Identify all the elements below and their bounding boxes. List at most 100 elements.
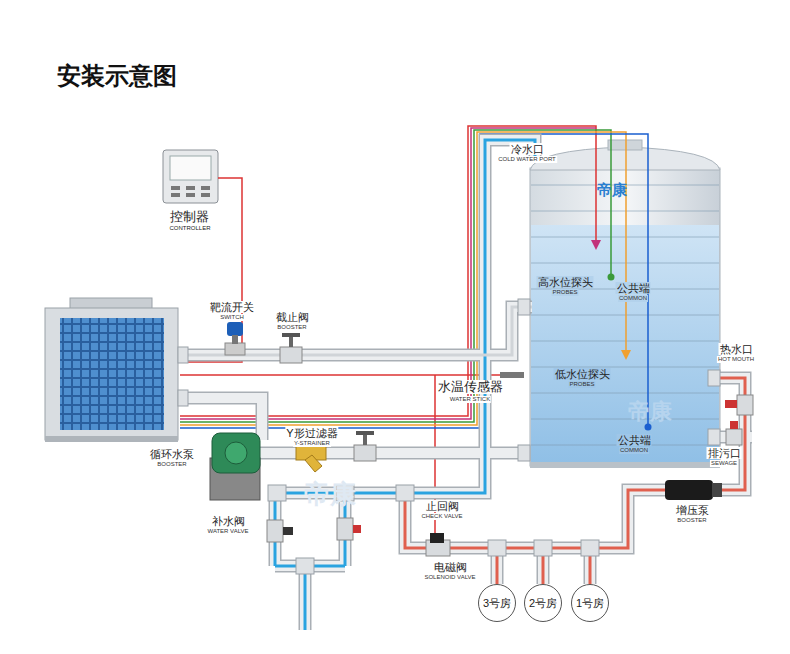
water-tank bbox=[531, 225, 719, 465]
signal-wires bbox=[180, 130, 611, 422]
pipe-fittings bbox=[534, 540, 552, 556]
pipe-flow bbox=[178, 140, 745, 630]
part-label: 增压泵 bbox=[675, 504, 710, 516]
water-tank bbox=[530, 462, 720, 468]
probe-tips bbox=[645, 424, 652, 431]
water-tank bbox=[531, 185, 719, 445]
tank-ridge bbox=[531, 211, 719, 212]
signal-wires bbox=[180, 126, 648, 540]
check-valve bbox=[337, 518, 361, 540]
watermark: 帝康 bbox=[627, 400, 673, 424]
booster-pump bbox=[665, 480, 722, 500]
circulation-pump bbox=[210, 433, 260, 500]
circulation-pump bbox=[212, 433, 260, 473]
page-title: 安装示意图 bbox=[57, 60, 177, 92]
pipe-body bbox=[275, 140, 535, 630]
pipe-fittings bbox=[178, 390, 188, 406]
part-label: 止回阀 bbox=[425, 500, 460, 512]
pipe-flow bbox=[405, 378, 745, 584]
pipe-flow bbox=[178, 307, 532, 355]
solenoid-valve bbox=[430, 533, 444, 543]
part-label: BOOSTER bbox=[276, 324, 307, 331]
booster-pump bbox=[665, 480, 713, 500]
controller-device bbox=[171, 186, 180, 190]
part-label: 冷水口 bbox=[510, 143, 545, 155]
booster-pump bbox=[712, 483, 722, 497]
circulation-pump bbox=[225, 442, 247, 464]
pipe-body bbox=[178, 307, 532, 355]
part-label: 公共端 bbox=[616, 282, 651, 294]
signal-wires bbox=[180, 134, 648, 428]
watermark: 帝康 bbox=[596, 182, 628, 199]
check-valve bbox=[353, 525, 361, 533]
part-label: 高水位探头 bbox=[537, 276, 594, 288]
controller-label: 控制器CONTROLLER bbox=[166, 210, 213, 236]
pipe-outline bbox=[275, 140, 535, 630]
controller-device bbox=[186, 186, 195, 190]
pipe-body bbox=[405, 378, 745, 584]
water-tank bbox=[530, 140, 720, 468]
pipe-fittings bbox=[268, 485, 286, 501]
room-circle: 1号房 bbox=[571, 584, 609, 622]
water-tank bbox=[608, 140, 642, 150]
heat-pump-unit bbox=[45, 308, 178, 440]
part-label: CHECK VALVE bbox=[420, 513, 463, 520]
y-strainer bbox=[296, 446, 326, 472]
makeup-valve bbox=[267, 520, 293, 542]
stop-valve bbox=[282, 333, 300, 337]
pipe-body bbox=[178, 140, 752, 630]
controller-device bbox=[201, 193, 210, 197]
flow-switch bbox=[227, 322, 243, 336]
pipe-fittings bbox=[488, 540, 506, 556]
part-label: 低水位探头 bbox=[554, 368, 611, 380]
node-title: 控制器 bbox=[166, 210, 213, 225]
probe-tips bbox=[608, 274, 615, 281]
pipe-fittings bbox=[396, 485, 414, 501]
part-label: Y形过滤器 bbox=[285, 427, 338, 439]
signal-wires bbox=[180, 128, 596, 419]
watermark: 帝康 bbox=[303, 480, 357, 509]
pipe-fittings bbox=[296, 558, 314, 574]
part-label: PROBES bbox=[551, 289, 578, 296]
controller-device bbox=[186, 193, 195, 197]
tank-ridge bbox=[531, 237, 719, 238]
part-label: SEWAGE bbox=[710, 460, 738, 467]
part-label: SWITCH bbox=[219, 314, 245, 321]
sewage-valve bbox=[726, 421, 742, 445]
node-title: 1号房 bbox=[576, 597, 604, 610]
pipe-fittings bbox=[178, 347, 188, 363]
signal-wires bbox=[180, 126, 596, 416]
controller-device bbox=[163, 150, 218, 203]
part-label: Y-STRAINER bbox=[293, 440, 331, 447]
gate-valve bbox=[354, 431, 376, 461]
gate-valve bbox=[356, 431, 374, 435]
part-label: 热水口 bbox=[719, 343, 754, 355]
flow-switch bbox=[225, 343, 245, 355]
signal-wires bbox=[180, 374, 500, 376]
hot-water-valve bbox=[725, 400, 737, 408]
room-circle: 3号房 bbox=[478, 584, 516, 622]
temp-sensor bbox=[500, 372, 524, 378]
part-label: 公共端 bbox=[617, 434, 652, 446]
part-label: HOT MOUTH bbox=[717, 356, 755, 363]
controller-device bbox=[201, 186, 210, 190]
stop-valve bbox=[280, 347, 302, 363]
heat-pump-unit bbox=[45, 298, 178, 442]
part-label: 排污口 bbox=[707, 447, 742, 459]
part-label: COLD WATER PORT bbox=[497, 156, 557, 163]
pipe-outline bbox=[405, 378, 745, 584]
part-label: SOLENOID VALVE bbox=[423, 574, 476, 581]
node-title: 3号房 bbox=[483, 597, 511, 610]
sewage-valve bbox=[730, 421, 738, 429]
probe-tips bbox=[621, 350, 631, 360]
controller-device bbox=[171, 193, 180, 197]
controller-device bbox=[163, 150, 218, 203]
hot-water-valve bbox=[725, 395, 753, 415]
heat-pump-unit bbox=[45, 436, 178, 442]
temp-sensor bbox=[500, 372, 524, 378]
pipe-fittings bbox=[581, 540, 599, 556]
part-label: BOOSTER bbox=[156, 461, 187, 468]
part-label: PROBES bbox=[568, 381, 595, 388]
pipe-fittings bbox=[518, 445, 530, 461]
